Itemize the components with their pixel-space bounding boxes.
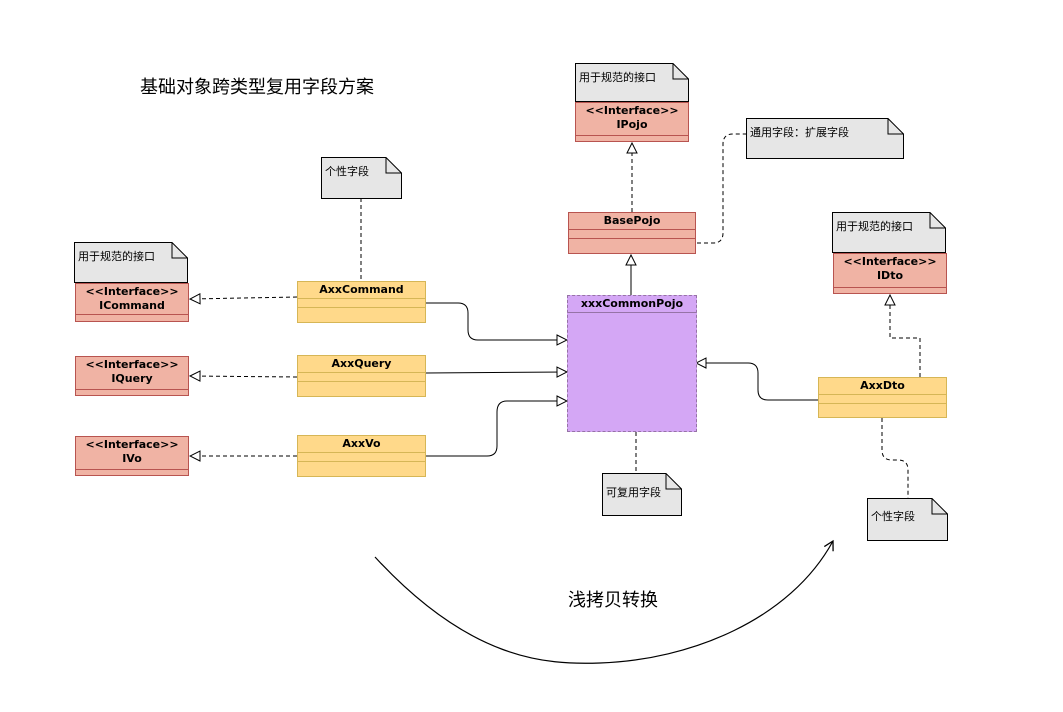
note-text: 个性字段: [871, 510, 915, 523]
note-link-basepojo: [697, 133, 748, 244]
inheritance-dto-common: [696, 363, 818, 401]
note-link-dto: [881, 418, 909, 498]
class-name: AxxCommand: [298, 282, 425, 299]
interface-name: ICommand: [99, 299, 165, 312]
interface-stereotype: <<Interface>>: [85, 285, 179, 298]
note-spec-interface-ipojo: 用于规范的接口: [575, 63, 689, 102]
note-personal-field-command: 个性字段: [321, 157, 402, 199]
interface-ipojo[interactable]: <<Interface>> IPojo: [575, 102, 689, 142]
interface-ivo[interactable]: <<Interface>> IVo: [75, 436, 189, 476]
class-name: AxxVo: [298, 436, 425, 453]
note-spec-interface-icommand: 用于规范的接口: [74, 242, 188, 283]
class-name: xxxCommonPojo: [568, 296, 696, 313]
interface-stereotype: <<Interface>>: [585, 104, 679, 117]
note-text: 通用字段：扩展字段: [750, 126, 849, 139]
shallow-copy-label: 浅拷贝转换: [568, 590, 658, 611]
interface-idto[interactable]: <<Interface>> IDto: [833, 253, 947, 294]
note-text: 个性字段: [325, 165, 369, 178]
interface-name: IPojo: [616, 118, 648, 131]
realization-query-iquery: [190, 376, 298, 377]
class-axx-dto[interactable]: AxxDto: [818, 377, 947, 418]
interface-stereotype: <<Interface>>: [85, 438, 179, 451]
interface-stereotype: <<Interface>>: [843, 255, 937, 268]
realization-dto-idto: [890, 295, 921, 377]
shallow-copy-arrow: [374, 539, 834, 664]
class-name: AxxDto: [819, 378, 946, 395]
inheritance-query-common: [425, 372, 567, 373]
interface-name: IVo: [122, 452, 142, 465]
note-common-ext-field: 通用字段：扩展字段: [746, 118, 904, 159]
note-text: 可复用字段: [606, 486, 661, 499]
class-basepojo[interactable]: BasePojo: [568, 212, 696, 254]
class-name: AxxQuery: [298, 356, 425, 373]
inheritance-vo-common: [426, 401, 567, 457]
note-reusable-field: 可复用字段: [602, 473, 682, 516]
note-text: 用于规范的接口: [836, 220, 913, 233]
class-name: BasePojo: [569, 213, 695, 230]
note-personal-field-dto: 个性字段: [867, 498, 948, 541]
note-text: 用于规范的接口: [579, 71, 656, 84]
note-text: 用于规范的接口: [78, 250, 155, 263]
note-spec-interface-idto: 用于规范的接口: [832, 212, 946, 253]
diagram-title: 基础对象跨类型复用字段方案: [140, 77, 374, 98]
interface-iquery[interactable]: <<Interface>> IQuery: [75, 356, 189, 396]
class-axx-vo[interactable]: AxxVo: [297, 435, 426, 477]
inheritance-command-common: [426, 302, 567, 340]
class-common-pojo[interactable]: xxxCommonPojo: [567, 295, 697, 432]
realization-command-icommand: [190, 297, 298, 299]
interface-icommand[interactable]: <<Interface>> ICommand: [75, 283, 189, 322]
class-axx-query[interactable]: AxxQuery: [297, 355, 426, 397]
interface-name: IQuery: [111, 372, 153, 385]
class-axx-command[interactable]: AxxCommand: [297, 281, 426, 323]
interface-name: IDto: [876, 269, 904, 282]
interface-stereotype: <<Interface>>: [85, 358, 179, 371]
